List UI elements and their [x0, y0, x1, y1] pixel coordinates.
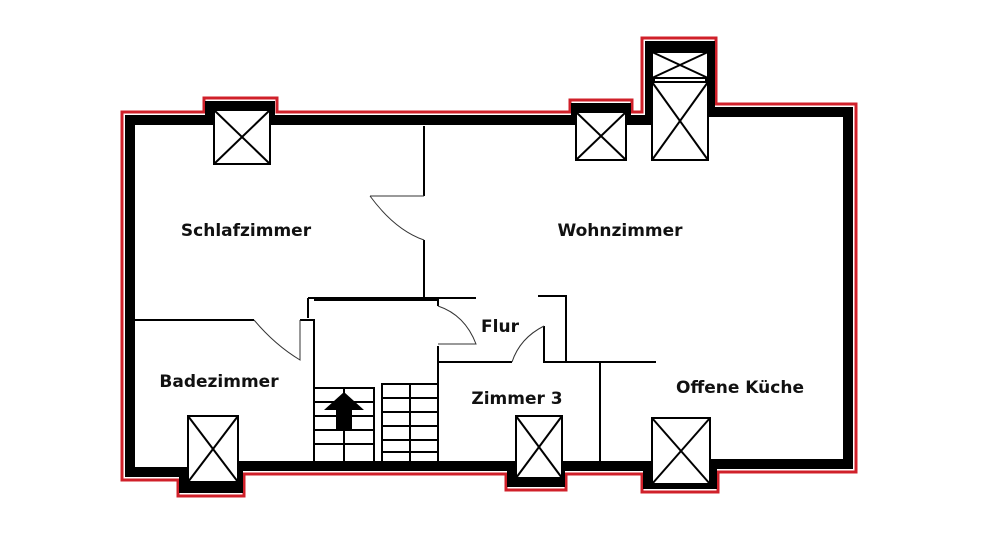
door-swings	[253, 195, 545, 363]
room-label-schlafzimmer: Schlafzimmer	[180, 221, 312, 241]
room-label-badezimmer: Badezimmer	[159, 372, 279, 392]
window-wohnzimmer-top	[651, 51, 709, 79]
window-schlafzimmer	[213, 109, 271, 165]
window-kueche	[651, 417, 711, 485]
door-badezimmer	[253, 319, 301, 361]
windows	[187, 51, 711, 485]
room-label-zimmer3: Zimmer 3	[471, 389, 563, 409]
room-label-wohnzimmer: Wohnzimmer	[557, 221, 683, 241]
room-label-offene-kueche: Offene Küche	[676, 378, 804, 398]
door-zimmer3	[511, 325, 545, 363]
outline-red	[120, 36, 858, 498]
window-zimmer3	[515, 415, 563, 479]
interior-walls	[134, 126, 656, 462]
window-wohnzimmer-2	[651, 81, 709, 161]
door-treppe	[437, 305, 477, 345]
stairs	[313, 383, 439, 463]
window-badezimmer	[187, 415, 239, 483]
stairs-up-arrow-icon	[324, 392, 364, 430]
window-wohnzimmer-1	[575, 111, 627, 161]
door-schlafzimmer	[369, 195, 425, 241]
room-label-flur: Flur	[481, 317, 519, 337]
